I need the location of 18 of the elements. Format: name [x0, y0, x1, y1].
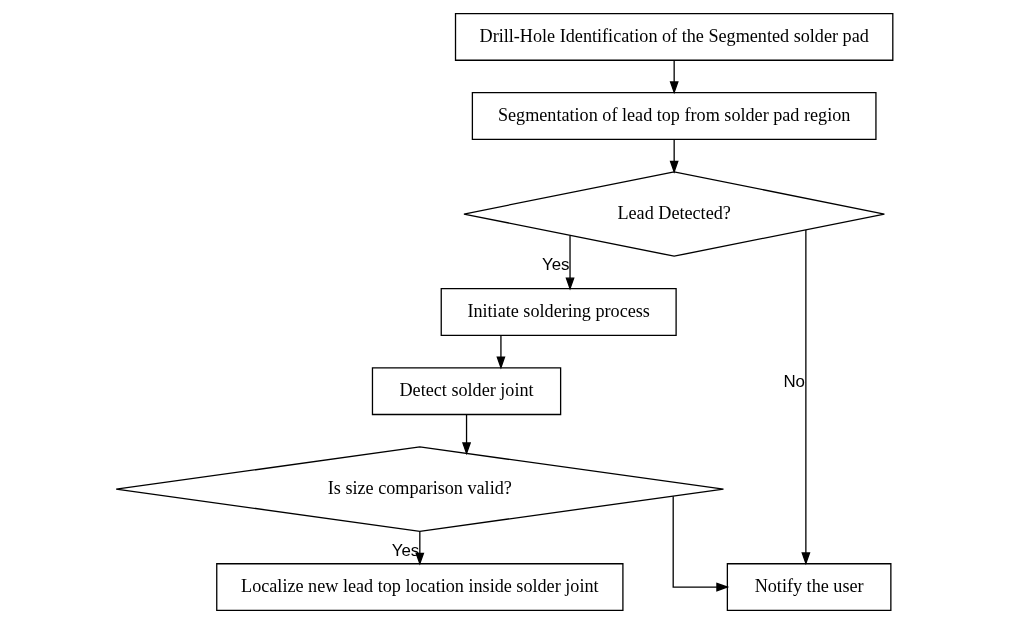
arrow [462, 414, 472, 456]
arrow [669, 139, 679, 174]
arrow [801, 229, 811, 566]
node-box: Drill-Hole Identification of the Segmented solder pad [454, 12, 894, 61]
arrow [672, 495, 730, 592]
node-diamond: Is size comparison valid? [115, 446, 725, 532]
arrow [496, 335, 506, 370]
edge-label: Yes [391, 541, 420, 561]
edge-label: No [783, 371, 805, 391]
arrow [669, 60, 679, 95]
node-diamond: Lead Detected? [463, 171, 886, 257]
node-box: Segmentation of lead top from solder pad region [471, 92, 877, 141]
edge-label: Yes [542, 255, 570, 275]
node-box: Localize new lead top location inside solder joint [216, 563, 624, 612]
node-box: Notify the user [726, 563, 892, 612]
arrow [565, 235, 575, 291]
node-box: Detect solder joint [371, 367, 562, 416]
node-box: Initiate soldering process [440, 288, 677, 336]
